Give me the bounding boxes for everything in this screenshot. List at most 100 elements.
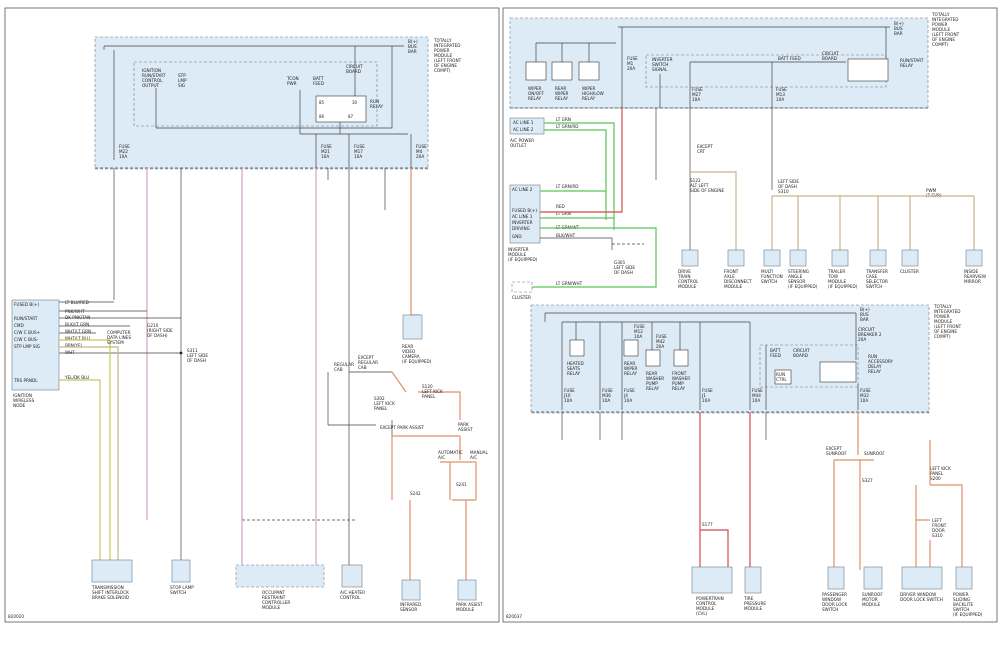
diagram-label: FRONT (672, 371, 687, 376)
diagram-label: EXCEPT (697, 144, 713, 149)
diagram-label: HIGH/LOW (582, 91, 604, 96)
stp-lmp-sig-label: STP LMP SIG (178, 73, 187, 88)
diagram-label: OF ENGINE (932, 37, 955, 42)
diagram-label: RELAY (900, 63, 914, 68)
diagram-label: NODE (13, 403, 26, 408)
diagram-label: RELAY (672, 386, 686, 391)
diagram-label: B(+) (408, 39, 418, 44)
diagram-label: COMPT) (932, 42, 949, 47)
diagram-label: WHT/LT GRN (65, 329, 91, 334)
diagram-label: A/C POWER (510, 138, 534, 143)
diagram-label: BOARD (822, 56, 837, 61)
ignition-node-wires: LT BLU/RED PNK/WHT DK PNK/TAN BLK/LT GRN… (64, 300, 91, 380)
diagram-label: M17 (354, 149, 363, 154)
diagram-label: (IF EQUIPPED) (508, 257, 538, 262)
diagram-label: MANUAL (470, 450, 489, 455)
ignition-wireless-node (11, 299, 60, 391)
diagram-label: IGNITION (142, 68, 161, 73)
top-row-components (681, 249, 983, 267)
diagram-label: A/C (470, 455, 477, 460)
right-footer-code: 820037 (506, 614, 522, 619)
passenger-window-switch (827, 566, 845, 590)
diagram-label: CONTROL (340, 595, 361, 600)
diagram-label: 85 (319, 100, 325, 105)
diagram-label: PRESSURE (744, 601, 766, 606)
diagram-label: 30 (352, 100, 358, 105)
diagram-label: BUS (860, 312, 869, 317)
run-start-relay (847, 58, 889, 82)
diagram-label: MODULE (456, 607, 475, 612)
diagram-label: WASHER (672, 376, 690, 381)
rear-video-camera (402, 314, 423, 340)
diagram-label: RED (556, 204, 565, 209)
diagram-label: OF DASH (614, 270, 633, 275)
diagram-label: OF ENGINE (934, 329, 957, 334)
diagram-label: SWITCH (652, 62, 668, 67)
rear-wiper-relay (623, 339, 639, 357)
diagram-label: AC LINE 1 (512, 214, 533, 219)
diagram-label: INVERTER (512, 220, 533, 225)
diagram-label: INSIDE (964, 269, 978, 274)
diagram-label: 10A (776, 97, 784, 102)
drive-train-control-module (681, 249, 699, 267)
diagram-label: 10A (354, 154, 362, 159)
inverter-pins: AC LINE 2 FUSED B(+) AC LINE 1 INVERTER … (512, 187, 537, 239)
diagram-label: POWERTRAIN (696, 596, 724, 601)
diagram-label: OUTLET (510, 143, 527, 148)
diagram-label: PUMP (672, 381, 684, 386)
diagram-label: (LEFT FRONT (934, 324, 962, 329)
diagram-label: (LEFT FRONT (434, 58, 462, 63)
diagram-label: REAR (646, 371, 657, 376)
diagram-label: MODULE (862, 602, 881, 607)
diagram-label: 20A (656, 344, 664, 349)
diagram-label: C/W C BUS- (14, 337, 39, 342)
diagram-label: DRIVING (512, 226, 530, 231)
park-assist-module (457, 579, 477, 601)
diagram-label: AC LINE 2 (513, 127, 534, 132)
diagram-label: S327 (862, 478, 873, 483)
diagram-label: (IF EQUIPPED) (788, 284, 818, 289)
diagram-label: 10A (634, 334, 642, 339)
diagram-label: CIRCUIT (858, 327, 875, 332)
diagram-label: TRS PRNDL (13, 378, 38, 383)
diagram-label: J1 (701, 393, 706, 398)
diagram-label: ACCESSORY (868, 359, 894, 364)
inside-rearview-mirror (965, 249, 983, 267)
diagram-label: MOTOR (862, 597, 878, 602)
diagram-label: FUSE (354, 144, 365, 149)
left-fuse-m17: FUSE M17 10A (354, 144, 365, 159)
diagram-label: FUSE (627, 56, 638, 61)
diagram-label: LEFT (932, 518, 942, 523)
rear-video-label: REAR VIDEO CAMERA (IF EQUIPPED) (402, 344, 432, 364)
diagram-label: FUSED B(+) (512, 208, 537, 213)
diagram-label: FUSE (416, 144, 427, 149)
diagram-label: WASHER (646, 376, 664, 381)
diagram-label: A/C (438, 455, 445, 460)
diagram-label: FUSE (860, 388, 871, 393)
diagram-label: S302 (374, 396, 385, 401)
diagram-label: SWITCH (761, 279, 777, 284)
diagram-label: G301 (614, 260, 626, 265)
diagram-label: POWER (953, 592, 969, 597)
ocm-label: OCCUPANT RESTRAINT CONTROLLER MODULE (262, 590, 290, 610)
diagram-label: SUNROOF (826, 451, 847, 456)
diagram-label: CIRCUIT (346, 64, 363, 69)
diagram-label: DRIVER WINDOW (900, 592, 936, 597)
diagram-label: STOP LAMP (170, 585, 194, 590)
diagram-label: FUSE (752, 388, 763, 393)
diagram-label: PANEL (930, 471, 944, 476)
diagram-label: SYSTEM (107, 340, 124, 345)
diagram-label: S177 (702, 522, 713, 527)
diagram-label: BRN/YEL (65, 343, 84, 348)
left-tipm-module (94, 36, 429, 170)
diagram-label: WHT (65, 350, 75, 355)
diagram-label: SELECTOR (866, 279, 888, 284)
run-accessory-delay-relay (819, 361, 857, 383)
diagram-label: FRONT (724, 269, 739, 274)
ignition-node-pins: FUSED B(+) RUN/START CMD C/W C BUS+ C/W … (13, 302, 41, 383)
diagram-label: TRANSFER (865, 269, 888, 274)
diagram-label: MODULE (934, 319, 953, 324)
left-fuse-m4: FUSE M4 20A (416, 144, 427, 159)
wiper-high-low-relay (578, 61, 600, 81)
